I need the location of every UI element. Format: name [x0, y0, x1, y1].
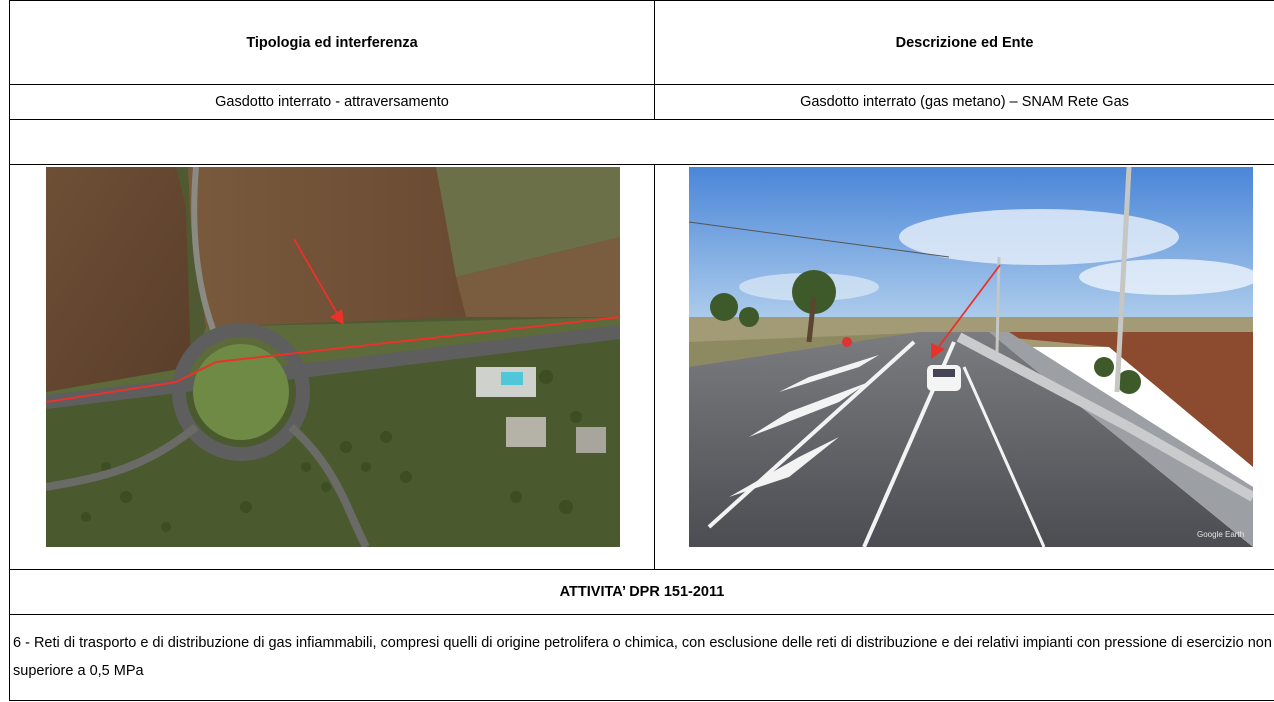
activity-description-cell: 6 - Reti di trasporto e di distribuzione… [9, 614, 1274, 701]
street-cell: Google Earth [654, 164, 1274, 570]
header-descrizione-label: Descrizione ed Ente [895, 34, 1034, 51]
header-tipologia-label: Tipologia ed interferenza [246, 34, 418, 51]
aerial-photo [46, 167, 620, 547]
value-descrizione: Gasdotto interrato (gas metano) – SNAM R… [654, 84, 1274, 120]
empty-row [9, 119, 1274, 165]
google-earth-watermark: Google Earth [1197, 530, 1244, 539]
street-photo: Google Earth [689, 167, 1253, 547]
interference-table: Tipologia ed interferenza Descrizione ed… [9, 0, 1274, 701]
header-tipologia: Tipologia ed interferenza [9, 0, 655, 85]
header-descrizione: Descrizione ed Ente [654, 0, 1274, 85]
activity-description: 6 - Reti di trasporto e di distribuzione… [13, 635, 1272, 679]
activity-header: ATTIVITA’ DPR 151-2011 [9, 569, 1274, 615]
aerial-cell [9, 164, 655, 570]
value-tipologia: Gasdotto interrato - attraversamento [9, 84, 655, 120]
